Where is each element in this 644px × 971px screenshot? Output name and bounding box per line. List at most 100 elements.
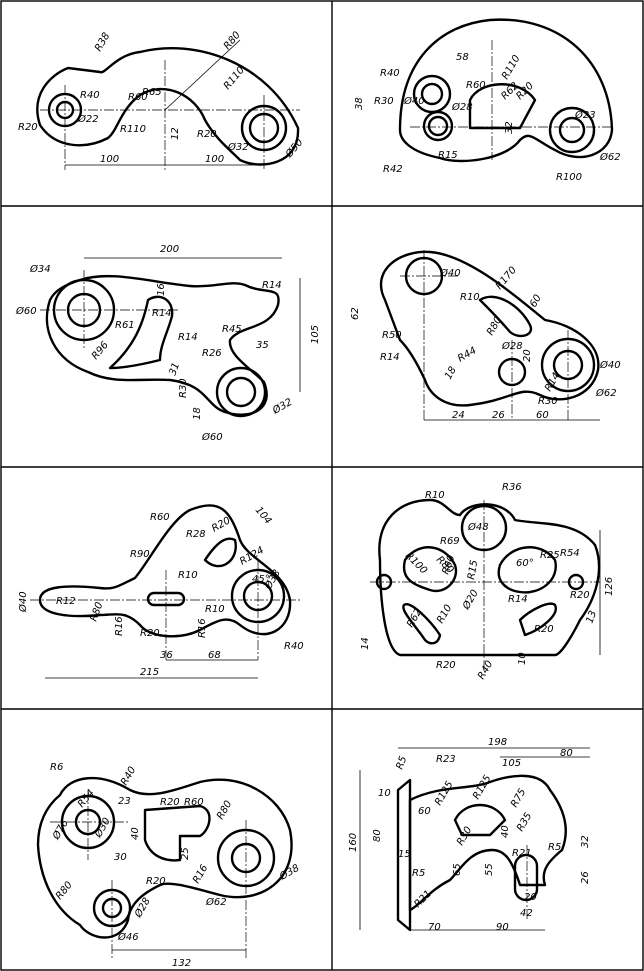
label: 60 xyxy=(536,410,549,421)
label: R30 xyxy=(178,378,189,398)
label: R20 xyxy=(146,876,166,887)
label: 18 xyxy=(192,407,203,420)
label: R6 xyxy=(50,762,63,773)
label: R16 xyxy=(197,618,208,638)
panel-7-part xyxy=(36,777,293,960)
label: Ø32 xyxy=(270,396,295,417)
label: 24 xyxy=(452,410,465,421)
panel-4-part xyxy=(379,250,600,421)
label: Ø28 xyxy=(451,101,473,113)
label: Ø34 xyxy=(29,263,51,275)
panel-6-part xyxy=(370,498,601,670)
label: R125 xyxy=(433,779,456,807)
label: R20 xyxy=(436,660,456,671)
label: 40 xyxy=(500,825,511,838)
label: R110 xyxy=(222,65,247,92)
label: 26 xyxy=(492,410,505,421)
label: R36 xyxy=(502,482,522,493)
label: R110 xyxy=(120,124,146,135)
label: 42 xyxy=(520,908,533,919)
label: 100 xyxy=(100,154,119,165)
label: 10 xyxy=(378,788,391,799)
label: R26 xyxy=(202,348,222,359)
label: Ø62 xyxy=(205,896,227,908)
label: R30 xyxy=(538,396,558,407)
label: 200 xyxy=(160,244,179,255)
label: 12 xyxy=(170,127,181,140)
label: 60 xyxy=(418,806,431,817)
label: 105 xyxy=(502,758,521,769)
label: R42 xyxy=(383,164,403,175)
label: R15 xyxy=(438,150,458,161)
label: 215 xyxy=(140,667,159,678)
label: R38 xyxy=(93,31,112,54)
label: R12 xyxy=(56,596,76,607)
label: Ø62 xyxy=(595,387,617,399)
label: R40 xyxy=(119,765,138,788)
label: 90 xyxy=(496,922,509,933)
label: R80 xyxy=(222,30,243,52)
label: 100 xyxy=(205,154,224,165)
label: 10 xyxy=(517,652,528,665)
label: 198 xyxy=(488,737,507,748)
label: 80 xyxy=(372,829,383,842)
label: 35 xyxy=(256,340,269,351)
label: R20 xyxy=(160,797,180,808)
label: R5 xyxy=(394,755,409,771)
label: R75 xyxy=(509,787,528,810)
label: Ø40 xyxy=(403,95,425,107)
label: 20 xyxy=(522,349,533,362)
label: R16 xyxy=(114,616,125,636)
label: 104 xyxy=(253,505,274,527)
panel-2-labels: 58 R110 R40 R60 R62 R30 Ø40 R20 38 Ø28 Ø… xyxy=(354,52,621,183)
panel-1-labels: R38 R80 R40 R65 R60 R110 Ø22 R110 R20 R2… xyxy=(18,30,306,165)
label: R20 xyxy=(197,129,217,140)
label: 16 xyxy=(156,283,167,296)
label: 160 xyxy=(348,833,359,852)
panel-5-part xyxy=(30,504,300,679)
label: 70 xyxy=(428,922,441,933)
panel-5-labels: 104 R60 R28 R20 R90 R124 R10 45° Ø38 Ø40… xyxy=(17,505,304,678)
label: R54 xyxy=(76,788,97,810)
label: R16 xyxy=(191,863,210,886)
label: R14 xyxy=(178,332,198,343)
label: Ø60 xyxy=(201,431,223,443)
label: 15 xyxy=(398,849,411,860)
label: 105 xyxy=(310,325,321,344)
label: R40 xyxy=(476,659,495,682)
panel-1-part xyxy=(36,39,300,170)
label: R14 xyxy=(508,594,528,605)
label: R61 xyxy=(115,320,135,331)
label: 68 xyxy=(208,650,221,661)
label: Ø23 xyxy=(574,109,596,121)
label: R60 xyxy=(150,512,170,523)
label: R54 xyxy=(560,548,580,559)
label: R5 xyxy=(548,842,561,853)
label: R44 xyxy=(456,345,479,364)
label: R125 xyxy=(471,773,494,801)
label: 26 xyxy=(580,871,591,884)
label: R23 xyxy=(436,754,456,765)
label: R10 xyxy=(178,570,198,581)
label: R80 xyxy=(88,601,105,623)
label: R25 xyxy=(540,550,560,561)
label: R90 xyxy=(130,549,150,560)
label: R15 xyxy=(466,559,480,580)
label: 62 xyxy=(350,307,361,320)
label: R10 xyxy=(460,292,480,303)
label: 32 xyxy=(504,121,515,134)
label: 31 xyxy=(167,361,182,377)
label: Ø62 xyxy=(599,151,621,163)
label: 30 xyxy=(114,852,127,863)
label: 13 xyxy=(584,609,599,625)
label: R80 xyxy=(54,880,75,902)
label: R62 xyxy=(405,607,424,630)
label: Ø40 xyxy=(17,591,29,613)
label: R100 xyxy=(556,172,582,183)
label: 126 xyxy=(604,577,615,596)
label: R110 xyxy=(500,53,523,81)
label: R65 xyxy=(142,87,162,98)
label: R20 xyxy=(570,590,590,601)
label: R60 xyxy=(184,797,204,808)
